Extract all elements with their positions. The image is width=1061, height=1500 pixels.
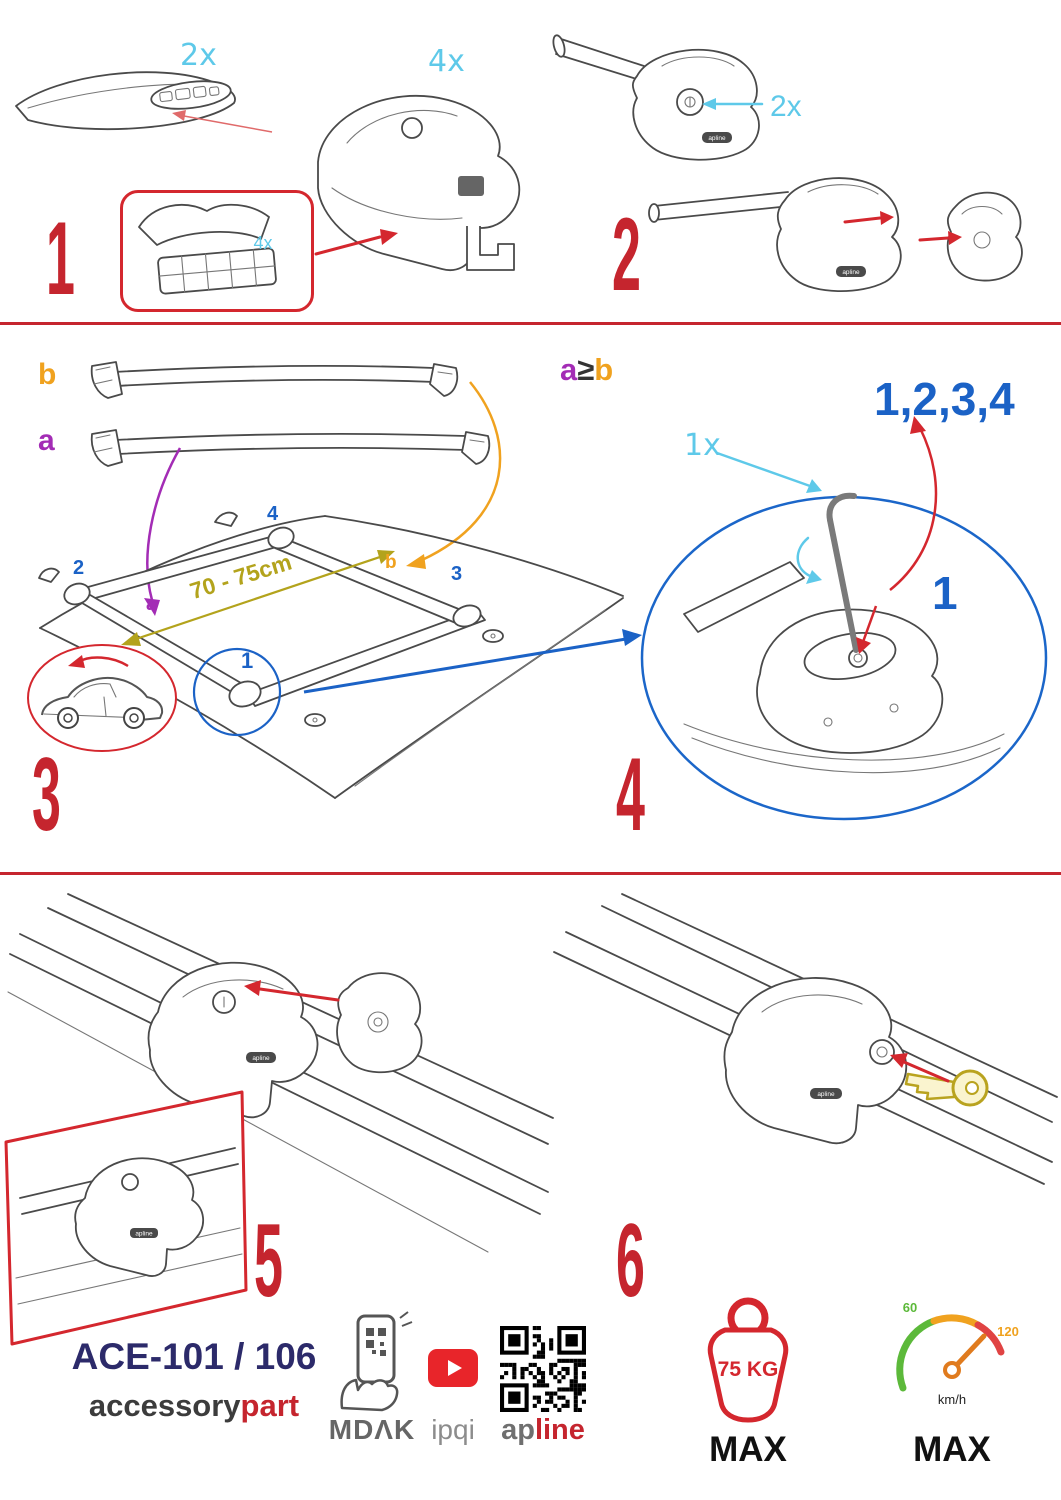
bar-b-label: b [38, 358, 57, 391]
speedometer-icon: 60 120 km/h [896, 1300, 1019, 1407]
rule-b: b [594, 352, 614, 387]
pad-inset: 4x [120, 190, 314, 312]
step4-pos1-label: 1 [932, 567, 958, 619]
rule-label: a≥b [560, 352, 613, 388]
pos2-label: 2 [73, 557, 84, 579]
step-6-number: 6 [616, 1203, 645, 1319]
ipqi-logo-text: ipqi [431, 1414, 475, 1445]
pad-qty-label: 4x [253, 233, 272, 253]
apline-line: line [534, 1414, 585, 1446]
weight-max-label: MAX [709, 1430, 787, 1469]
step-4-number: 4 [616, 737, 645, 853]
mdak-logo-text: MDΛK [328, 1414, 416, 1445]
cover-assembly-illustration: apline [648, 177, 1023, 293]
step1-foot-qty-label: 4x [428, 44, 465, 79]
brand-part: part [240, 1388, 300, 1423]
order-curve-arrow [889, 416, 938, 591]
model-number: ACE-101 / 106 [71, 1336, 317, 1377]
car-direction-inset [27, 644, 177, 752]
step-2-number: 2 [612, 197, 641, 313]
foot-logo-step5-inset: apline [135, 1231, 153, 1238]
apline-logo-text: apline [490, 1414, 596, 1447]
bar-a-curve-arrow [144, 447, 182, 616]
foot-illustration-step1 [317, 95, 521, 271]
foot-logo-step2: apline [708, 135, 726, 142]
tool-pointer-arrow [715, 451, 822, 493]
brand-wordmark: accessorypart [60, 1388, 328, 1424]
pos1-label: 1 [241, 648, 253, 673]
speed-max-label: MAX [913, 1430, 991, 1469]
hint-b-label: b [385, 552, 397, 573]
brand-accessory: accessory [88, 1388, 241, 1423]
tool-qty-label: 1x [684, 428, 721, 463]
pos3-label: 3 [451, 563, 462, 585]
foot-logo-step2b: apline [842, 269, 860, 276]
allen-key [827, 517, 859, 653]
section-divider-2 [0, 872, 1061, 875]
section-divider-1 [0, 322, 1061, 325]
key-locking-illustration: apline [553, 893, 1058, 1185]
speed-unit-label: km/h [938, 1392, 966, 1407]
hand-icon [340, 1378, 399, 1412]
step1-bar-qty-label: 2x [180, 38, 217, 73]
locked-foot-inset: apline [4, 1090, 248, 1346]
max-weight-icon: 75 KG [707, 1297, 789, 1423]
step2-lock-qty-label: 2x [770, 90, 802, 123]
speed-high-label: 120 [997, 1324, 1019, 1339]
rule-op: ≥ [577, 352, 595, 387]
step-1-number: 1 [46, 201, 75, 317]
pad-inset-illustration: 4x [138, 203, 277, 295]
pos1-highlight-circle [192, 647, 282, 737]
bar-a-label: a [38, 424, 55, 457]
step-3-number: 3 [32, 737, 61, 853]
roof-overview-illustration: 70 - 75cm 2 4 3 1 b a [38, 503, 624, 799]
step-5-number: 5 [254, 1203, 283, 1319]
foot-logo-step6: apline [817, 1091, 835, 1098]
pad-arrow [314, 229, 398, 256]
pos4-label: 4 [267, 503, 279, 525]
crossbar-a-illustration [90, 429, 491, 467]
qr-code [500, 1326, 586, 1412]
key-icon [904, 1069, 989, 1107]
scan-qr-phone-icon [340, 1311, 413, 1412]
crossbar-b-illustration [90, 361, 459, 399]
detail-pointer-arrow [303, 629, 642, 694]
tightening-detail-illustration [640, 492, 1048, 821]
lock-foot-illustration: apline 2x [552, 34, 802, 161]
tighten-order-label: 1,2,3,4 [874, 373, 1015, 425]
apline-ap: ap [501, 1414, 535, 1446]
rule-a: a [560, 352, 578, 387]
bar-leader-arrow [172, 110, 273, 133]
foot-logo-step5: apline [252, 1055, 270, 1062]
youtube-icon [428, 1349, 478, 1387]
speed-low-label: 60 [903, 1300, 917, 1315]
weight-value-label: 75 KG [718, 1358, 779, 1381]
hint-a-label: a [146, 594, 157, 615]
cover-fitting-illustration: apline [7, 893, 554, 1253]
